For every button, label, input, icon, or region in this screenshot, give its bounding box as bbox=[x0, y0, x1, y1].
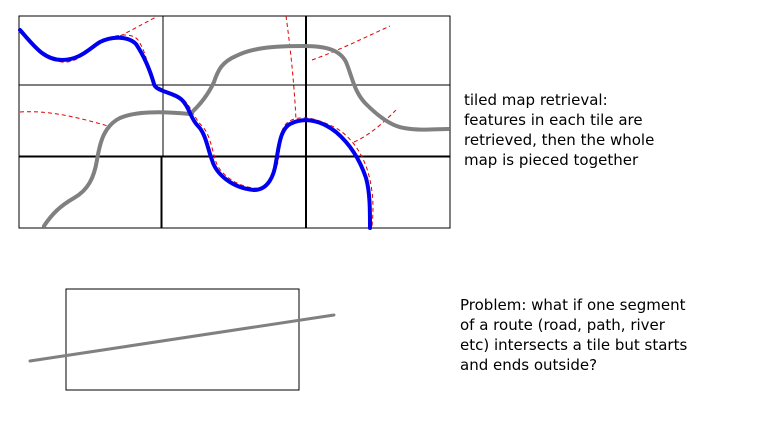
road-upper bbox=[188, 44, 450, 132]
problem-caption-line-1: Problem: what if one segment bbox=[460, 296, 686, 314]
dashed-line-right-middle bbox=[353, 109, 397, 143]
tiled-caption-line-2: features in each tile are bbox=[464, 111, 643, 129]
river bbox=[18, 28, 372, 230]
dashed-line-left-middle bbox=[19, 111, 109, 127]
single-tile bbox=[65, 288, 300, 391]
tiled-caption-line-4: map is pieced together bbox=[464, 151, 639, 169]
tiled-caption-line-3: retrieved, then the whole bbox=[464, 131, 655, 149]
dashed-line-top-center bbox=[285, 15, 297, 121]
tiled-caption-line-1: tiled map retrieval: bbox=[464, 91, 608, 109]
problem-caption: Problem: what if one segment of a route … bbox=[460, 295, 760, 375]
problem-caption-line-2: of a route (road, path, river bbox=[460, 316, 665, 334]
tile-r2-c1 bbox=[18, 84, 164, 157]
tile-r3-c1 bbox=[18, 156, 162, 229]
tiled-map-caption: tiled map retrieval: features in each ti… bbox=[464, 90, 704, 170]
problem-caption-line-3: etc) intersects a tile but starts bbox=[460, 336, 688, 354]
roads bbox=[42, 44, 450, 228]
route-segment bbox=[28, 313, 336, 363]
tile-r3-c3 bbox=[305, 156, 451, 229]
tile-r2-c3 bbox=[305, 84, 451, 157]
tile-r3-c2 bbox=[161, 156, 307, 229]
road-lower bbox=[42, 110, 192, 228]
dashed-line-top-right bbox=[311, 25, 391, 61]
tile-r1-c2 bbox=[162, 15, 307, 86]
problem-caption-line-4: and ends outside? bbox=[460, 356, 598, 374]
dashed-line-top-left bbox=[119, 15, 159, 37]
tile-r2-c2 bbox=[162, 84, 307, 157]
